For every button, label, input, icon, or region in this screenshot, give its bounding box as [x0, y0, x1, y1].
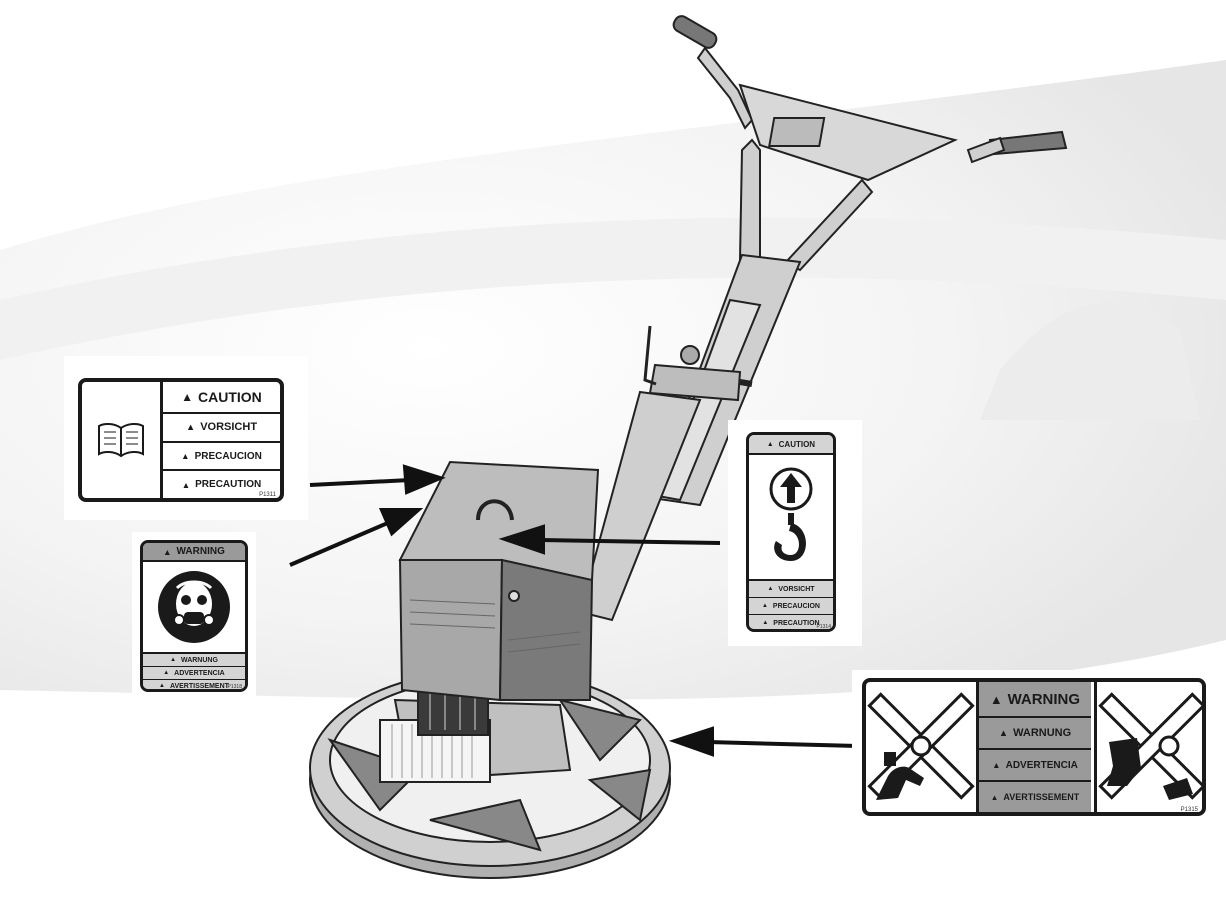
background-swoosh-2	[0, 217, 1226, 360]
respirator-warning-header: ▲WARNING	[143, 543, 245, 562]
blades-advertencia-label: ▲ADVERTENCIA	[979, 750, 1091, 782]
lifting-precaution-label: ▲PRECAUTION	[749, 614, 833, 629]
manual-part-code: P1311	[259, 492, 276, 498]
respirator-part-code: P1318	[227, 684, 242, 690]
foot-crush-icon	[1094, 682, 1202, 812]
manual-vorsicht-label: ▲VORSICHT	[163, 414, 280, 443]
respirator-warnung-label: ▲WARNUNG	[143, 652, 245, 666]
lifting-hook-icon	[749, 455, 833, 579]
hand-crush-icon	[866, 682, 979, 812]
handle-assembly	[578, 15, 1068, 622]
respirator-avertissement-label: ▲AVERTISSEMENT	[143, 679, 245, 689]
manual-caution-label: ▲CAUTION	[163, 382, 280, 414]
decal-rotating-blades: ▲WARNING ▲WARNUNG ▲ADVERTENCIA ▲AVERTISS…	[852, 670, 1212, 830]
blades-warnung-label: ▲WARNUNG	[979, 718, 1091, 750]
lifting-caution-header: ▲CAUTION	[749, 435, 833, 455]
respirator-advertencia-label: ▲ADVERTENCIA	[143, 666, 245, 679]
decal-lifting-point: ▲CAUTION ▲VORSICHT ▲PRECAUCION ▲PRECAUTI…	[728, 420, 862, 646]
blades-part-code: P1315	[1180, 807, 1198, 813]
background-swoosh	[0, 60, 1226, 700]
manual-precaucion-label: ▲PRECAUCION	[163, 443, 280, 472]
open-book-icon	[82, 382, 163, 498]
lifting-precaucion-label: ▲PRECAUCION	[749, 597, 833, 614]
lifting-vorsicht-label: ▲VORSICHT	[749, 579, 833, 597]
blades-warning-label: ▲WARNING	[979, 682, 1091, 718]
lifting-part-code: P1314	[816, 624, 831, 630]
decal-read-manual: ▲CAUTION ▲VORSICHT ▲PRECAUCION ▲PRECAUTI…	[64, 356, 308, 520]
callout-arrows	[289, 464, 859, 757]
blades-avertissement-label: ▲AVERTISSEMENT	[979, 782, 1091, 812]
decal-respirator: ▲WARNING ▲WARNUNG ▲ADVERTENCIA ▲AVERTISS…	[132, 532, 256, 698]
motor-enclosure	[398, 460, 600, 702]
manual-precaution-label: ▲PRECAUTION	[181, 479, 262, 491]
respirator-mask-icon	[143, 562, 245, 652]
